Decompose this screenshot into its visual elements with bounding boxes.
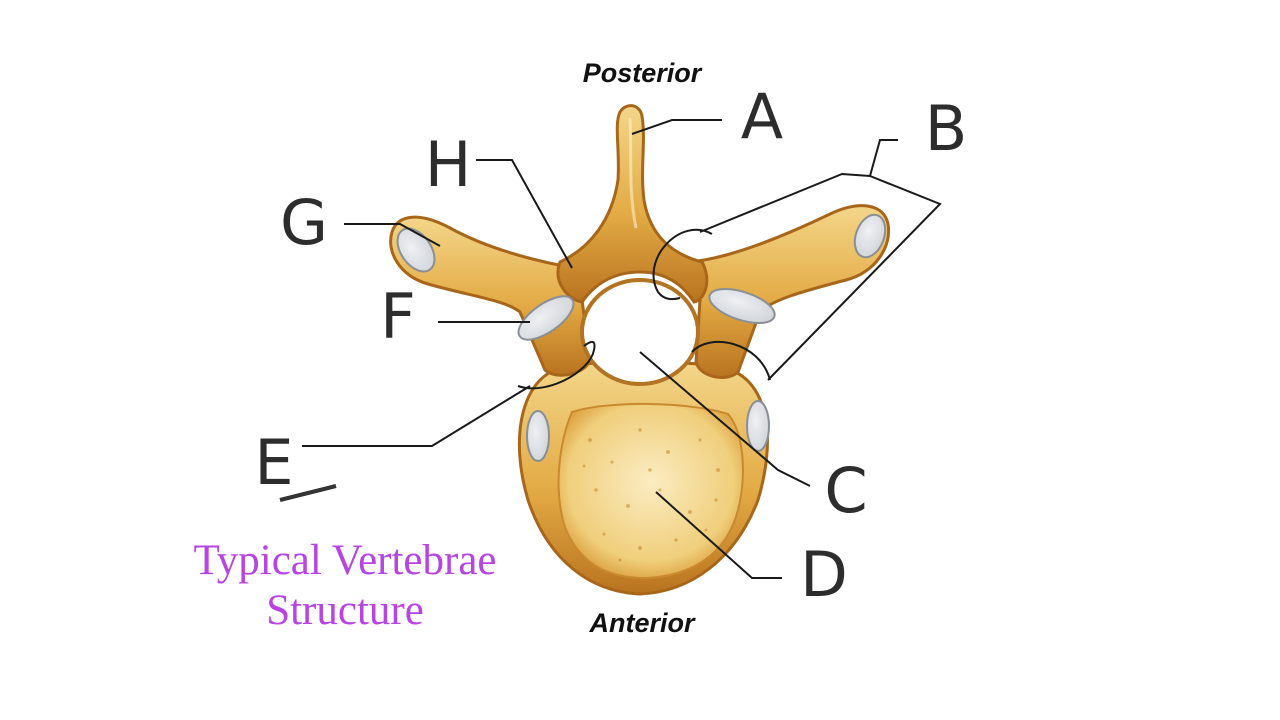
leader-h <box>476 159 573 269</box>
label-f: F <box>380 280 416 353</box>
label-h: H <box>425 128 472 201</box>
right-transverse-process <box>688 204 891 379</box>
leader-e <box>302 385 531 447</box>
right-costal-facet <box>746 400 770 452</box>
label-g: G <box>280 186 328 259</box>
leader-g <box>344 223 441 247</box>
label-a: A <box>741 80 783 153</box>
caption-line-2: Structure <box>266 587 424 635</box>
bracket-b-lower <box>691 340 771 381</box>
bracket-e <box>517 340 596 390</box>
label-c: C <box>824 454 867 527</box>
left-superior-articular-facet <box>517 295 575 341</box>
leader-a <box>631 119 722 135</box>
label-e-stroke <box>279 484 337 502</box>
caption-line-1: Typical Vertebrae <box>193 537 497 584</box>
anterior-label: Anterior <box>588 608 696 638</box>
vertebral-foramen <box>580 278 700 386</box>
leader-lines <box>302 119 942 579</box>
right-superior-articular-facet <box>708 288 776 324</box>
leader-b-lower <box>767 175 942 381</box>
leader-b-stem <box>869 139 898 177</box>
bracket-b-upper <box>652 228 713 301</box>
leader-d <box>655 491 782 579</box>
leader-b-upper <box>699 172 871 233</box>
left-costal-facet <box>526 410 550 462</box>
posterior-label: Posterior <box>583 58 703 88</box>
label-d: D <box>800 538 848 611</box>
right-transverse-facet <box>853 213 887 259</box>
label-b: B <box>925 92 968 165</box>
leader-c <box>639 351 811 487</box>
body-top-surface <box>557 402 744 580</box>
label-e: E <box>254 426 293 499</box>
diagram-caption: Typical Vertebrae Structure <box>150 536 540 637</box>
body-spongy-texture <box>582 428 720 562</box>
spinous-process-ridge <box>628 117 638 229</box>
left-transverse-facet <box>396 227 436 273</box>
